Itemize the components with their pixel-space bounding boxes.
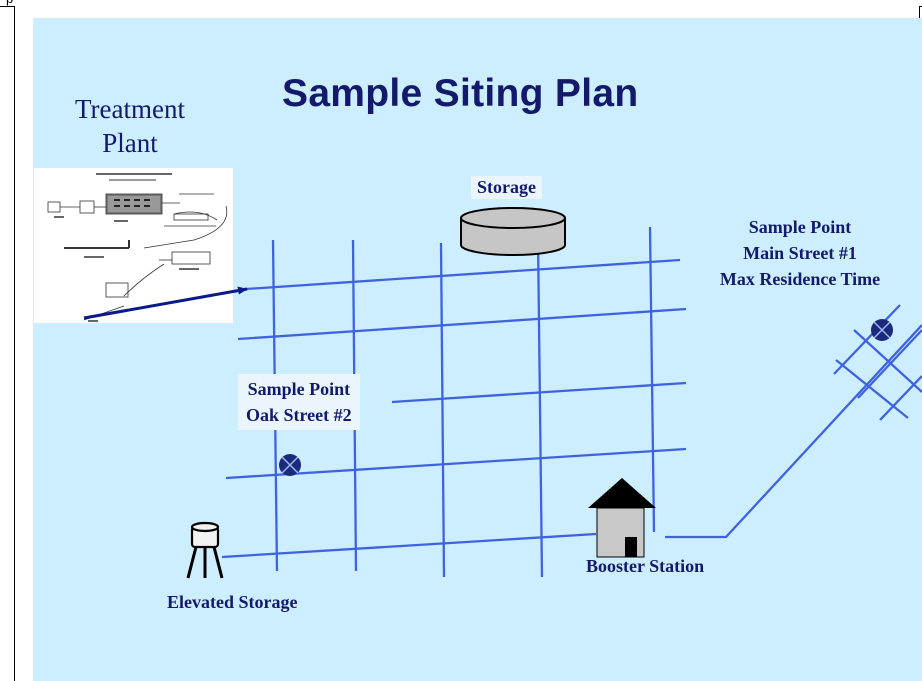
treatment-plant-schematic-drawing <box>47 173 228 322</box>
main-street-line1: Sample Point <box>748 217 852 237</box>
treatment-outflow-arrow <box>83 286 248 320</box>
pipe-mainst-diag-3 <box>879 375 922 421</box>
treatment-plant-label: Treatment Plant <box>40 92 220 160</box>
main-street-label: Sample Point Main Street #1 Max Residenc… <box>700 214 900 292</box>
storage-label: Storage <box>471 176 542 199</box>
pipe-horizontal-5 <box>221 532 597 559</box>
oak-street-label: Sample Point Oak Street #2 <box>238 374 360 430</box>
pipe-horizontal-1 <box>245 258 681 291</box>
pipe-horizontal-4 <box>225 447 687 480</box>
treatment-plant-line2: Plant <box>102 128 158 158</box>
elevated-storage-label: Elevated Storage <box>167 592 298 612</box>
pipe-vertical-3 <box>439 242 446 578</box>
pipe-horizontal-2 <box>237 307 687 341</box>
sample-marker-oak-street <box>279 454 301 476</box>
pipe-mainst-diag-1 <box>833 304 901 375</box>
pipe-vertical-5 <box>648 226 656 533</box>
pipe-mainst-cross-2 <box>835 359 909 419</box>
main-street-line2: Main Street #1 <box>743 243 857 263</box>
main-street-line3: Max Residence Time <box>719 269 881 289</box>
pipe-horizontal-3 <box>391 381 687 404</box>
page-title: Sample Siting Plan <box>282 72 639 115</box>
pipe-vertical-4 <box>536 237 544 578</box>
oak-street-line2: Oak Street #2 <box>246 405 352 425</box>
top-glyph: p <box>6 0 13 6</box>
pipe-booster-outlet <box>665 324 922 539</box>
treatment-plant-line1: Treatment <box>75 94 185 124</box>
sample-marker-main-street <box>871 319 893 341</box>
slide-background <box>33 18 922 681</box>
booster-station-icon <box>588 478 656 558</box>
water-tower-icon <box>186 521 224 579</box>
oak-street-line1: Sample Point <box>247 379 351 399</box>
pipe-mainst-cross-1 <box>853 329 922 393</box>
storage-tank-icon <box>460 207 566 256</box>
booster-station-label: Booster Station <box>586 556 705 576</box>
